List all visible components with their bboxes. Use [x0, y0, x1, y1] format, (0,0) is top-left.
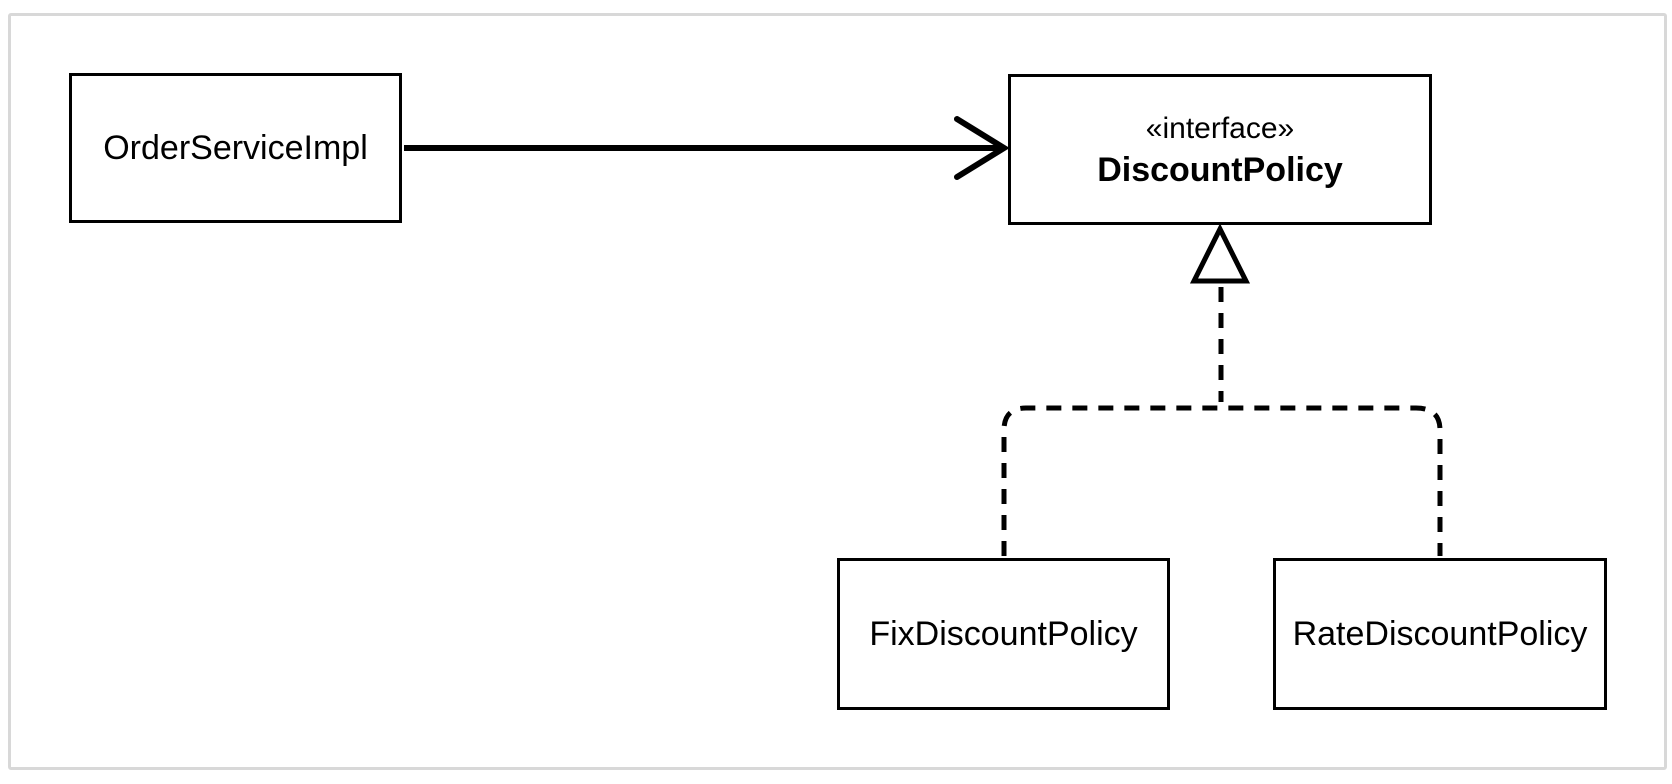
hollow-triangle-icon — [1189, 223, 1251, 284]
class-name-label: OrderServiceImpl — [103, 129, 368, 167]
class-node-fix-discount-policy: FixDiscountPolicy — [837, 558, 1170, 710]
realization-edges — [1001, 223, 1443, 556]
class-name-label: FixDiscountPolicy — [869, 615, 1138, 653]
interface-name-label: DiscountPolicy — [1097, 150, 1343, 189]
interface-stereotype-label: «interface» — [1145, 111, 1295, 145]
class-node-rate-discount-policy: RateDiscountPolicy — [1273, 558, 1607, 710]
interface-node-discount-policy: «interface» DiscountPolicy — [1008, 74, 1432, 225]
dependency-edge — [404, 116, 1010, 180]
realization-branch-dashed — [1001, 405, 1443, 556]
class-node-order-service-impl: OrderServiceImpl — [69, 73, 402, 223]
class-name-label: RateDiscountPolicy — [1292, 615, 1588, 653]
open-arrowhead-icon — [954, 116, 1010, 180]
